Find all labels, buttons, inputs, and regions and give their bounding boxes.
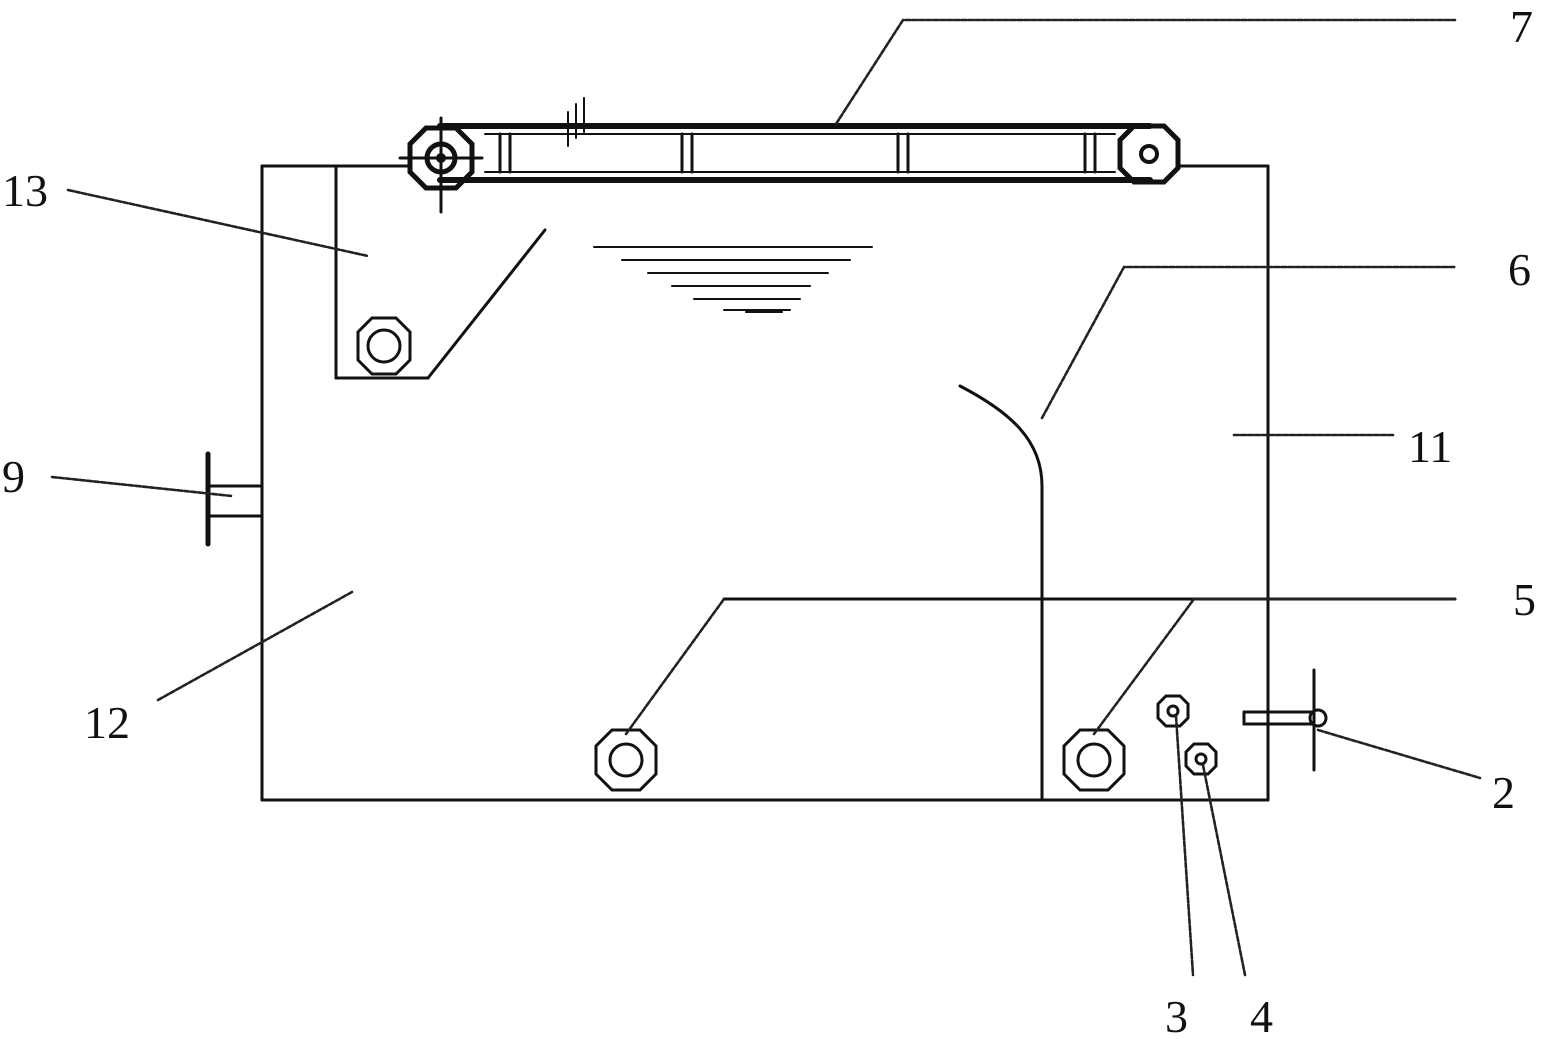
leader-lines (50, 18, 1482, 977)
label-11: 11 (1408, 421, 1452, 472)
right-idler-wheel (1117, 123, 1181, 185)
label-4: 4 (1250, 991, 1273, 1039)
label-12: 12 (84, 697, 130, 748)
tank-body (260, 164, 1270, 802)
aerator-left (594, 728, 658, 792)
belt-conveyor (437, 97, 1153, 183)
label-9: 9 (2, 451, 25, 502)
label-7: 7 (1510, 1, 1533, 52)
label-13: 13 (2, 165, 48, 216)
label-6: 6 (1508, 244, 1531, 295)
baffle-plate (958, 384, 1044, 802)
left-drive-wheel (398, 116, 484, 214)
sensor-3 (1156, 694, 1190, 728)
outlet-pipe-valve (205, 451, 264, 547)
label-3: 3 (1165, 991, 1188, 1039)
label-2: 2 (1492, 767, 1515, 818)
scum-trough (334, 166, 547, 380)
water-level-symbol (593, 246, 873, 313)
sensor-4 (1184, 742, 1218, 776)
aerator-right (1062, 728, 1126, 792)
label-5: 5 (1513, 574, 1536, 625)
inlet-pipe-valve (1242, 668, 1328, 772)
